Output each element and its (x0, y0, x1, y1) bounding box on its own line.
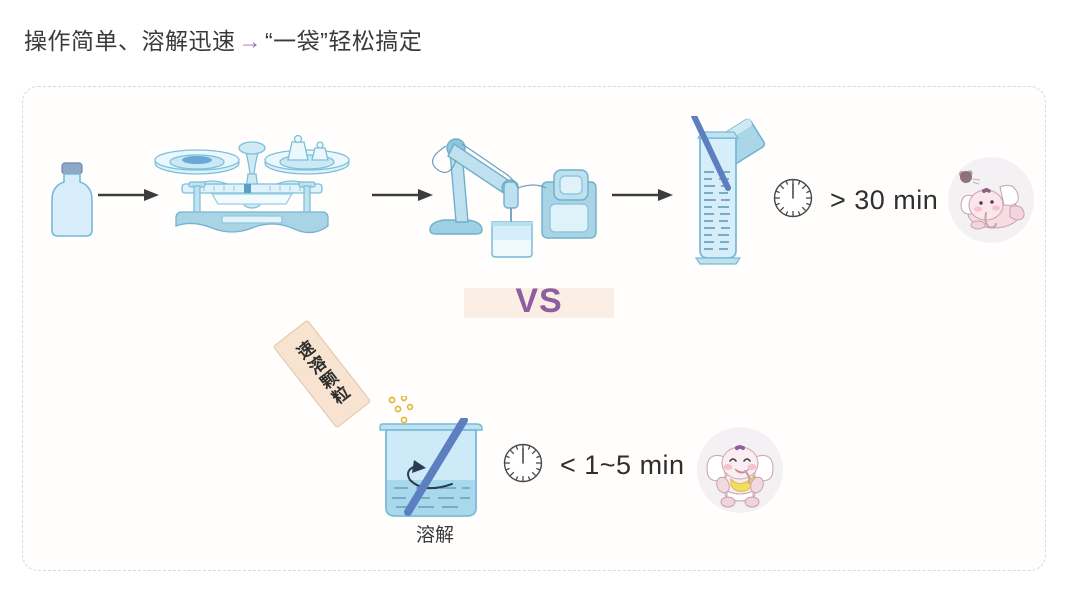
flow-arrow-2-icon (372, 188, 434, 202)
duration-label-instant: < 1~5 min (560, 450, 685, 480)
graduated-cylinder-icon (686, 113, 782, 271)
flow-arrow-1-icon (98, 188, 160, 202)
overhead-stirrer-icon (422, 126, 602, 263)
happy-elephant-mascot (697, 427, 783, 513)
flow-arrow-3-icon (612, 188, 674, 202)
solvent-bottle-icon (42, 160, 102, 245)
clock-icon (770, 175, 816, 226)
dissolving-beaker-icon (378, 416, 486, 525)
page-title-prefix: 操作简单、溶解迅速 (24, 28, 236, 54)
page-title: 操作简单、溶解迅速→“一袋”轻松搞定 (24, 22, 422, 56)
falling-granules-icon (386, 394, 426, 437)
page-title-suffix: “一袋”轻松搞定 (265, 28, 423, 54)
balance-scale-icon (152, 128, 352, 245)
duration-label-traditional: > 30 min (830, 185, 939, 215)
duration-group-traditional: > 30 min (770, 175, 938, 226)
clock-icon (500, 440, 546, 491)
beaker-caption: 溶解 (415, 525, 454, 546)
vs-badge: VS (464, 282, 614, 320)
tired-elephant-mascot (948, 157, 1034, 243)
duration-group-instant: < 1~5 min (500, 440, 685, 491)
title-arrow-icon: → (238, 28, 262, 54)
vs-label: VS (515, 281, 563, 320)
